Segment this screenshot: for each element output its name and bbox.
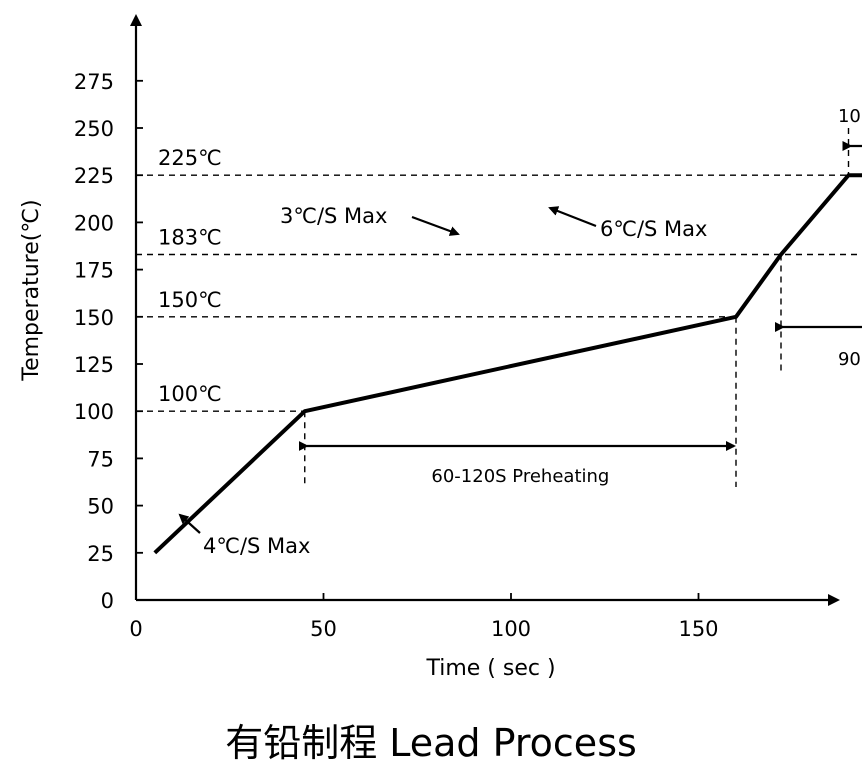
y-tick-label: 175	[74, 259, 114, 283]
span-label-liquidus: 90S Max	[838, 349, 862, 370]
x-tick-label: 0	[129, 617, 142, 641]
x-axis-title: Time ( sec )	[425, 656, 555, 681]
x-tick-label: 150	[678, 617, 718, 641]
slope-annotation-cooling: 6℃/S Max	[548, 206, 707, 241]
x-tick-label: 100	[491, 617, 531, 641]
slope-label-reflow-up: 3℃/S Max	[280, 204, 387, 228]
reflow-profile-line	[153, 173, 862, 555]
reference-label: 183℃	[158, 225, 222, 249]
reference-label: 100℃	[158, 382, 222, 406]
y-axis-arrow	[130, 14, 142, 26]
y-tick-label: 25	[87, 542, 114, 566]
slope-label-cooling: 6℃/S Max	[600, 217, 707, 241]
reflow-chart: 225℃ 183℃ 150℃ 100℃ 60-120S Preheating 90S M…	[19, 14, 862, 681]
span-label-preheat: 60-120S Preheating	[431, 466, 609, 487]
y-tick-label: 250	[74, 117, 114, 141]
y-tick-label: 150	[74, 306, 114, 330]
chart-caption: 有铅制程 Lead Process	[225, 721, 637, 765]
span-label-peak: 10S Max	[838, 106, 862, 127]
reference-lines: 225℃ 183℃ 150℃ 100℃	[136, 146, 862, 412]
slope-annotation-reflow-up: 3℃/S Max	[280, 204, 460, 236]
reference-label: 150℃	[158, 288, 222, 312]
time-spans: 60-120S Preheating 90S Max 10S Max	[298, 106, 862, 487]
slope-annotation-ramp: 4℃/S Max	[178, 513, 310, 558]
reference-label: 225℃	[158, 146, 222, 170]
y-tick-label: 200	[74, 211, 114, 235]
y-axis-title: Temperature(℃)	[19, 199, 44, 381]
y-tick-label: 225	[74, 164, 114, 188]
y-tick-label: 275	[74, 70, 114, 94]
y-ticks: 0 25 50 75 100 125 150 175 200 225 250 275	[74, 70, 143, 613]
y-tick-label: 125	[74, 353, 114, 377]
y-tick-label: 0	[101, 589, 114, 613]
x-axis-arrow	[828, 594, 840, 606]
y-tick-label: 100	[74, 400, 114, 424]
y-tick-label: 75	[87, 447, 114, 471]
slope-label-ramp: 4℃/S Max	[203, 534, 310, 558]
x-ticks: 050100150200250300350	[129, 593, 719, 641]
x-tick-label: 50	[310, 617, 337, 641]
y-tick-label: 50	[87, 495, 114, 519]
